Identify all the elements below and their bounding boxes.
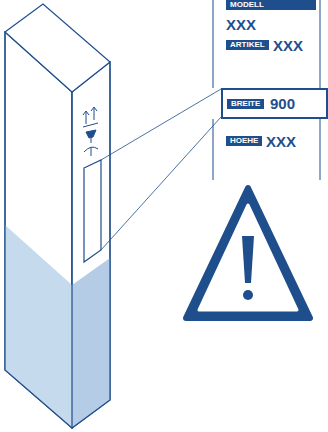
package-shade xyxy=(5,225,72,428)
field-tag: ARTIKEL xyxy=(226,40,269,50)
package-side xyxy=(72,62,110,428)
field-value: 900 xyxy=(270,95,295,112)
field-value: XXX xyxy=(273,37,303,54)
leader-line xyxy=(101,89,221,160)
field-value: XXX xyxy=(226,16,256,33)
field-value: XXX xyxy=(266,133,296,150)
panel-edge xyxy=(213,119,214,180)
package-shade xyxy=(72,258,110,428)
field-name: ARTIKEL xyxy=(230,40,265,49)
field-name: MODELL xyxy=(230,0,264,9)
field-name: HOEHE xyxy=(230,136,258,145)
field-tag: HOEHE xyxy=(226,136,262,146)
leader-line xyxy=(101,117,221,250)
warning-sign xyxy=(186,188,310,318)
handling-symbols xyxy=(83,107,98,156)
package-edge xyxy=(71,92,72,428)
panel-edge xyxy=(320,0,321,88)
field-tag: MODELL xyxy=(226,0,316,10)
package-front xyxy=(5,32,72,428)
field-tag: BREITE xyxy=(227,99,264,109)
highlight-box: 900 BREITE xyxy=(221,88,328,119)
package-top xyxy=(5,4,110,92)
side-label xyxy=(84,160,101,262)
panel-edge xyxy=(213,0,214,88)
package-outline xyxy=(5,32,110,428)
field-name: BREITE xyxy=(231,99,260,108)
panel-edge xyxy=(320,119,321,180)
